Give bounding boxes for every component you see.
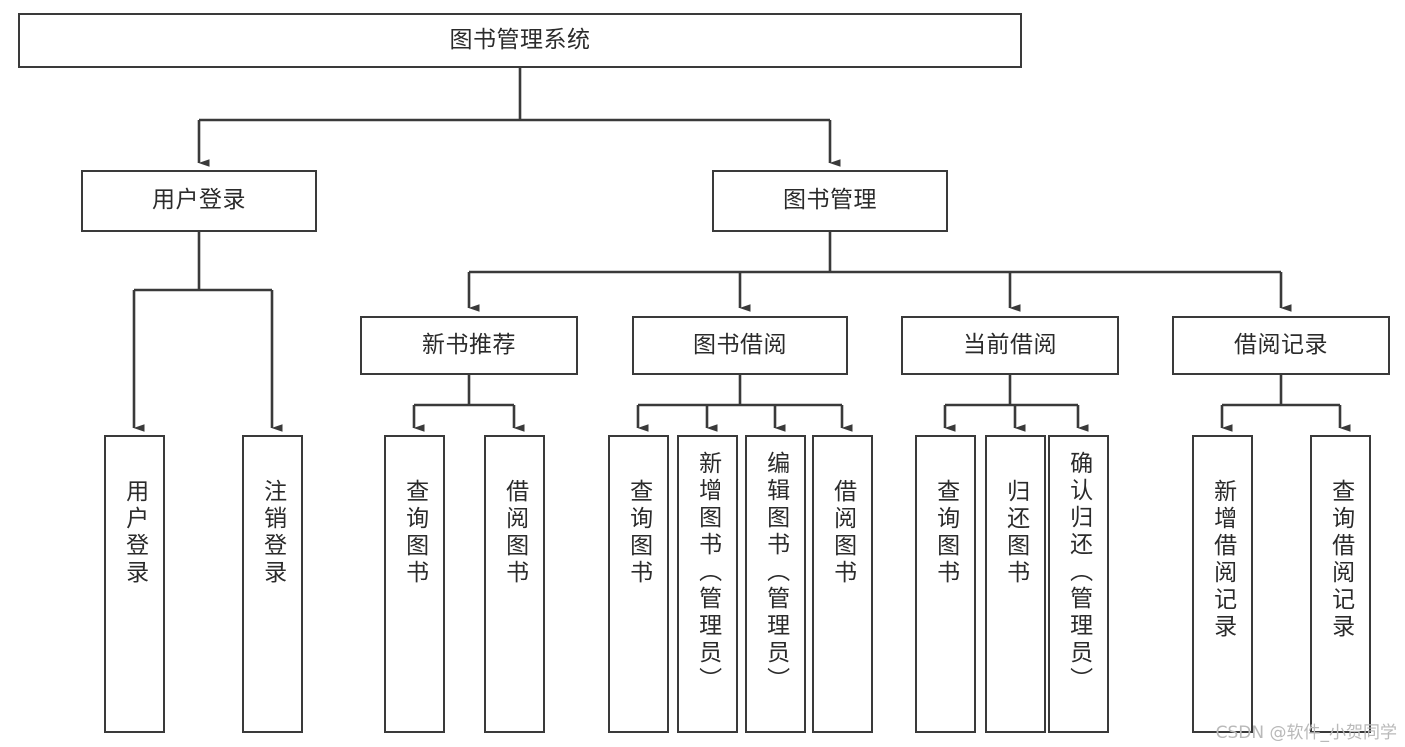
node-user-login[interactable]: 用户登录 — [81, 170, 317, 232]
leaf-query-borrow-record[interactable]: 查询借阅记录 — [1310, 435, 1371, 733]
leaf-logout[interactable]: 注销登录 — [242, 435, 303, 733]
leaf-borrow-book[interactable]: 借阅图书 — [812, 435, 873, 733]
leaf-return-book[interactable]: 归还图书 — [985, 435, 1046, 733]
node-label: 归还图书 — [1002, 479, 1029, 587]
node-label: 图书借阅 — [693, 331, 787, 358]
leaf-add-borrow-record[interactable]: 新增借阅记录 — [1192, 435, 1253, 733]
node-book-borrowing[interactable]: 图书借阅 — [632, 316, 848, 375]
node-label: 新增图书（管理员） — [694, 451, 721, 694]
node-label: 查询图书 — [932, 479, 959, 587]
node-label: 确认归还（管理员） — [1065, 451, 1092, 694]
leaf-query-book-new[interactable]: 查询图书 — [384, 435, 445, 733]
leaf-user-login[interactable]: 用户登录 — [104, 435, 165, 733]
node-label: 查询图书 — [401, 479, 428, 587]
node-label: 借阅记录 — [1234, 331, 1328, 358]
csdn-watermark: CSDN @软件_小贺同学 — [1215, 723, 1397, 743]
node-label: 编辑图书（管理员） — [762, 451, 789, 694]
leaf-add-book-admin[interactable]: 新增图书（管理员） — [677, 435, 738, 733]
node-label: 用户登录 — [121, 479, 148, 587]
leaf-edit-book-admin[interactable]: 编辑图书（管理员） — [745, 435, 806, 733]
leaf-borrow-book-new[interactable]: 借阅图书 — [484, 435, 545, 733]
node-label: 用户登录 — [152, 187, 246, 214]
node-label: 新增借阅记录 — [1209, 479, 1236, 641]
node-borrowing-records[interactable]: 借阅记录 — [1172, 316, 1390, 375]
node-label: 图书管理 — [783, 187, 877, 214]
leaf-confirm-return-admin[interactable]: 确认归还（管理员） — [1048, 435, 1109, 733]
node-label: 借阅图书 — [829, 479, 856, 587]
node-book-management[interactable]: 图书管理 — [712, 170, 948, 232]
node-new-book-recommendation[interactable]: 新书推荐 — [360, 316, 578, 375]
leaf-query-book-borrow[interactable]: 查询图书 — [608, 435, 669, 733]
node-label: 借阅图书 — [501, 479, 528, 587]
node-label: 图书管理系统 — [449, 26, 591, 53]
node-root-book-management-system[interactable]: 图书管理系统 — [18, 13, 1022, 68]
node-label: 查询借阅记录 — [1327, 479, 1354, 641]
node-current-borrowing[interactable]: 当前借阅 — [901, 316, 1119, 375]
node-label: 注销登录 — [259, 479, 286, 587]
node-label: 当前借阅 — [963, 331, 1057, 358]
node-label: 查询图书 — [625, 479, 652, 587]
node-label: 新书推荐 — [422, 331, 516, 358]
leaf-query-book-current[interactable]: 查询图书 — [915, 435, 976, 733]
